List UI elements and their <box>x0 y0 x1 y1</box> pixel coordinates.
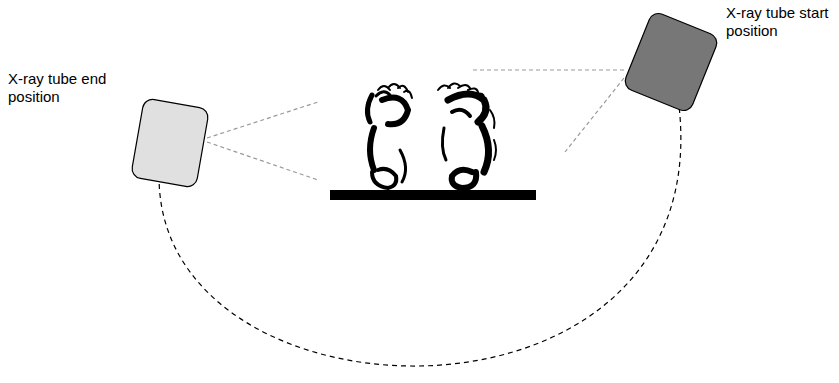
xray-tube: X-ray tube end position <box>134 100 206 186</box>
tube-label: X-ray tube end position <box>8 70 128 106</box>
feet <box>367 83 496 188</box>
tube-outline <box>632 18 710 106</box>
tube-path-arc <box>159 104 681 366</box>
beam-lines <box>207 70 624 180</box>
foot-plate <box>330 190 536 200</box>
tube-label: X-ray tube start position <box>726 4 836 40</box>
xray-tube: X-ray tube start position <box>632 18 710 106</box>
tube-outline <box>134 100 206 186</box>
